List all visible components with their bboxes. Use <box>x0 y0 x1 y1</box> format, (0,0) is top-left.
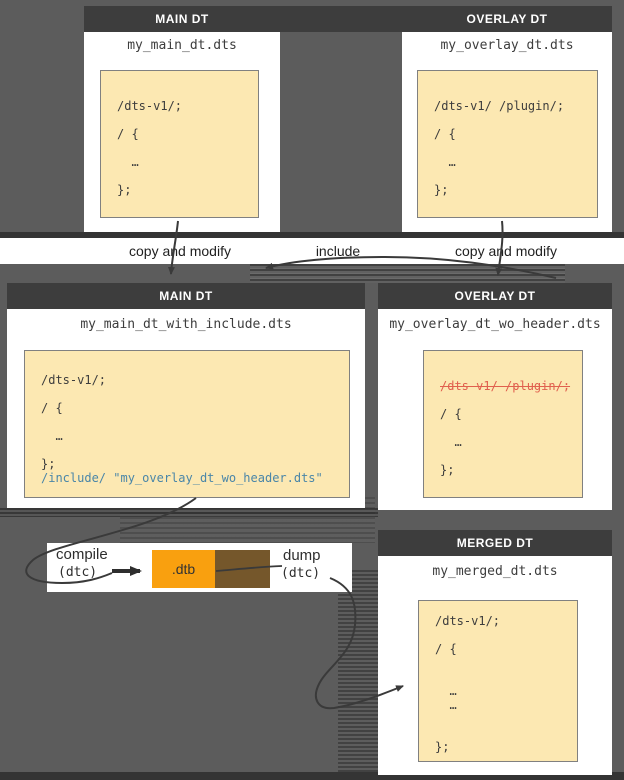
merged-dt-code-block: /dts-v1/; / { … … }; <box>418 600 578 762</box>
copy-and-modify-label-right: copy and modify <box>455 243 557 259</box>
overlay-dt-header: OVERLAY DT <box>466 12 548 26</box>
overlay-wo-header-band <box>378 283 612 309</box>
main-include-code-block: /dts-v1/; / { … };/include/ "my_overlay_… <box>24 350 350 498</box>
overlay-dt-code-block: /dts-v1/ /plugin/; / { … }; <box>417 70 598 218</box>
dump-label: dump <box>283 547 321 564</box>
overlay-wo-header-header: OVERLAY DT <box>454 289 536 303</box>
main-dt-header: MAIN DT <box>155 12 209 26</box>
merged-dt-header-band <box>378 530 612 556</box>
include-label: include <box>315 243 361 259</box>
overlay-wo-header-code-block: /dts-v1/ /plugin/; / { … }; <box>423 350 583 498</box>
compile-tool-label: (dtc) <box>58 565 98 580</box>
main-include-header-band <box>7 283 365 309</box>
artifact-stripes-swoosh <box>338 570 378 772</box>
overlay-wo-header-file-name: my_overlay_dt_wo_header.dts <box>389 317 601 332</box>
compile-label: compile <box>56 546 108 563</box>
overlay-dt-file-name: my_overlay_dt.dts <box>440 38 574 53</box>
dtb-shadow-box <box>215 550 270 588</box>
main-include-header: MAIN DT <box>159 289 213 303</box>
copy-and-modify-label-left: copy and modify <box>129 243 231 259</box>
main-dt-file-name: my_main_dt.dts <box>127 38 237 53</box>
merged-dt-header: MERGED DT <box>456 536 534 550</box>
main-dt-code-block: /dts-v1/; / { … }; <box>100 70 259 218</box>
separator-band-top <box>0 232 624 238</box>
top-header-band <box>84 6 612 32</box>
dump-tool-label: (dtc) <box>281 566 321 581</box>
merged-dt-file-name: my_merged_dt.dts <box>432 564 558 579</box>
dtb-file-box: .dtb <box>152 550 215 588</box>
separator-band-bottom <box>0 772 624 780</box>
main-include-file-name: my_main_dt_with_include.dts <box>80 317 292 332</box>
artifact-stripes-include <box>250 264 565 283</box>
